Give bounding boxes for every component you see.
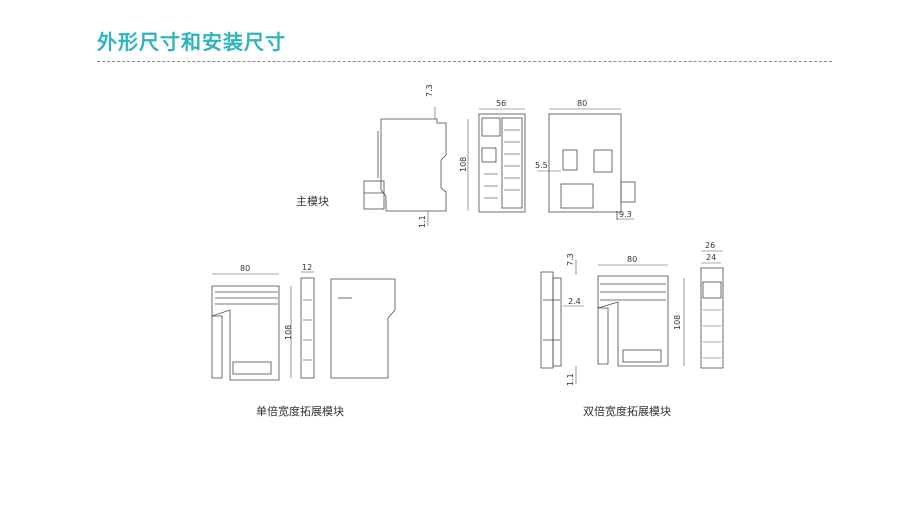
dim-double-front-outer: 26 <box>705 241 716 250</box>
dim-main-side: 5.5 <box>535 161 548 170</box>
single-width-side-view <box>211 285 280 381</box>
main-module-back-view <box>548 113 636 220</box>
dim-double-height: 108 <box>673 314 682 330</box>
dim-main-foot: 9.3 <box>619 210 632 219</box>
dim-single-height: 108 <box>284 324 293 340</box>
caption-main-module: 主模块 <box>296 195 329 208</box>
double-width-end-view <box>700 267 724 369</box>
dim-double-top: 7.3 <box>566 253 575 266</box>
dim-double-front-inner: 24 <box>706 253 717 262</box>
dim-main-front-width: 56 <box>496 99 507 108</box>
section-divider <box>97 61 832 62</box>
dim-double-bottom: 1.1 <box>566 373 575 386</box>
dim-main-bottom: 1.1 <box>418 215 427 228</box>
double-width-side-view <box>540 271 562 369</box>
dim-double-gap: 2.4 <box>568 297 581 306</box>
caption-single-width-module: 单倍宽度拓展模块 <box>256 405 344 418</box>
dim-main-back-width: 80 <box>577 99 588 108</box>
dim-single-width: 80 <box>240 264 251 273</box>
dim-double-width: 80 <box>627 255 638 264</box>
caption-double-width-module: 双倍宽度拓展模块 <box>583 405 671 418</box>
dim-single-front-width: 12 <box>302 263 313 272</box>
page-title: 外形尺寸和安装尺寸 <box>97 30 286 54</box>
dim-main-top: 7.3 <box>425 84 434 97</box>
main-module-side-view <box>363 118 447 212</box>
dim-main-height: 108 <box>459 156 468 172</box>
single-width-back-view <box>330 278 396 379</box>
main-module-front-view <box>478 113 526 213</box>
double-width-front-view <box>597 275 669 367</box>
single-width-front-view <box>300 277 315 379</box>
